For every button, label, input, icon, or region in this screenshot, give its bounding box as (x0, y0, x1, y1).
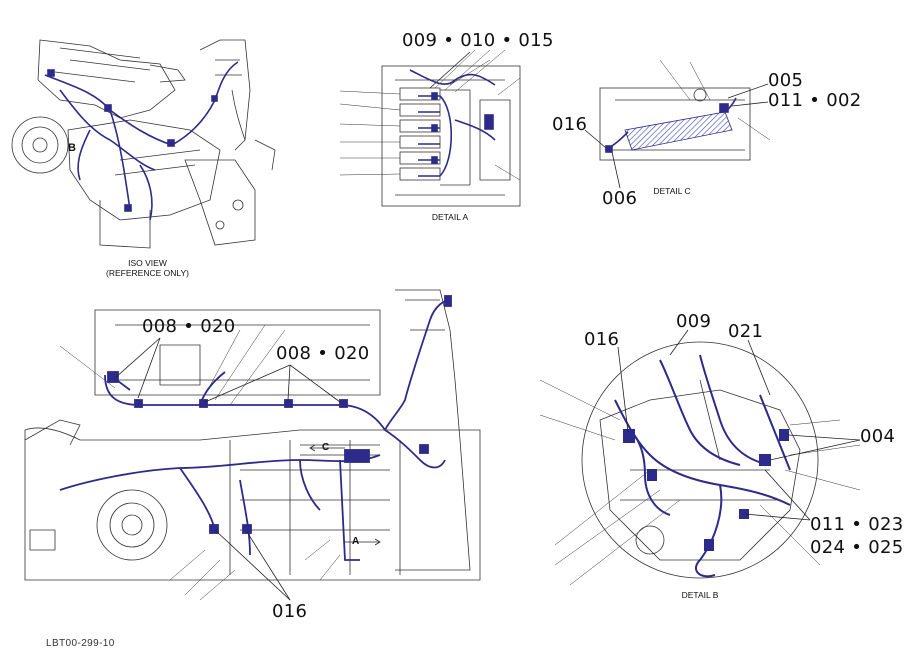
main-view-detail-markers (309, 444, 381, 546)
detail-c-callout-005: 005 (768, 70, 804, 91)
detail-c-harness (604, 97, 737, 153)
callout-leaders (114, 51, 861, 601)
detail-a-drawing (339, 49, 521, 207)
detail-a-caption: DETAIL A (431, 212, 469, 222)
detail-c-hatch (624, 111, 733, 151)
main-view-a-marker: A (352, 536, 360, 547)
main-view-callout-016: 016 (272, 601, 308, 622)
iso-view-caption: ISO VIEW (REFERENCE ONLY) (100, 258, 195, 278)
detail-b-callout-016: 016 (584, 329, 620, 350)
detail-b-callout-009: 009 (676, 311, 712, 332)
detail-a-callout: 009 • 010 • 015 (402, 30, 554, 51)
detail-b-callout-024-025: 024 • 025 (810, 537, 904, 558)
iso-view-caption-line1: ISO VIEW (128, 258, 167, 268)
iso-view-caption-line2: (REFERENCE ONLY) (106, 268, 189, 279)
drawing-number: LBT00-299-10 (46, 638, 115, 649)
main-view-drawing (24, 289, 481, 601)
detail-c-caption: DETAIL C (653, 186, 691, 196)
detail-b-caption: DETAIL B (681, 590, 719, 600)
detail-a-harness (409, 69, 496, 177)
detail-c-drawing (599, 59, 771, 161)
main-view-callout-008-020-left: 008 • 020 (142, 316, 236, 337)
main-view-c-marker: C (322, 442, 330, 453)
main-view-callout-008-020-right: 008 • 020 (276, 343, 370, 364)
detail-b-callout-021: 021 (728, 321, 764, 342)
main-view-harness (59, 295, 452, 561)
detail-c-callout-016: 016 (552, 114, 588, 135)
detail-b-harness (614, 354, 791, 578)
detail-c-callout-006: 006 (602, 188, 638, 209)
iso-view-drawing (11, 39, 276, 249)
detail-b-callout-004: 004 (860, 426, 896, 447)
detail-b-callout-011-023: 011 • 023 (810, 514, 904, 535)
iso-view-harness (44, 61, 239, 221)
iso-view-b-marker: B (68, 142, 76, 154)
detail-c-callout-011-002: 011 • 002 (768, 90, 862, 111)
